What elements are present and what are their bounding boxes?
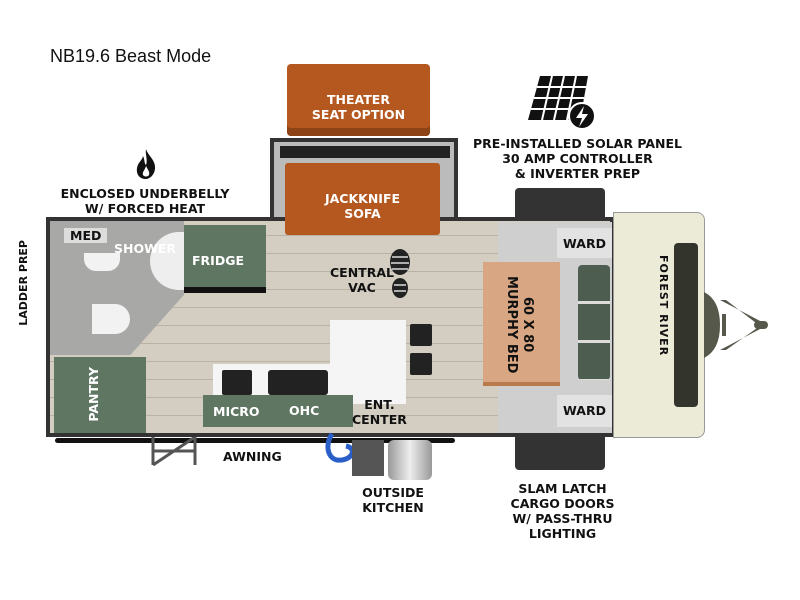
entry-step: [151, 437, 197, 467]
awning: [55, 438, 455, 443]
forest-river-logo: FOREST RIVER: [657, 255, 670, 357]
micro-label: MICRO: [213, 404, 260, 419]
storage-bins: [578, 265, 610, 380]
shower-label: SHOWER: [114, 241, 177, 256]
sink: [84, 253, 120, 271]
pantry-label: PANTRY: [86, 367, 101, 422]
stool: [410, 324, 432, 346]
solar-panel-icon: [528, 75, 596, 130]
flame-icon: [136, 149, 156, 179]
ohc-label: OHC: [289, 403, 320, 418]
toilet: [92, 304, 130, 334]
tire-bottom: [515, 432, 605, 470]
cooktop: [222, 370, 252, 395]
stool: [410, 353, 432, 375]
ent-center-label: ENT.CENTER: [352, 397, 407, 427]
slide-inner: [280, 146, 450, 158]
island: [330, 320, 406, 404]
floorplan-title: NB19.6 Beast Mode: [50, 46, 212, 66]
hose-icon: [325, 432, 355, 463]
outside-kitchen-grill: [388, 440, 432, 480]
awning-label: AWNING: [223, 449, 282, 464]
kitchen-sink: [268, 370, 328, 395]
micro-ohc-cabinet: MICRO OHC: [203, 395, 353, 427]
med-label: MED: [64, 228, 108, 243]
pantry: PANTRY: [54, 357, 146, 433]
outside-kitchen-unit: [352, 440, 384, 476]
boot-icon: [390, 249, 410, 298]
ladder-prep-label: LADDER PREP: [17, 240, 30, 326]
fridge: FRIDGE: [184, 225, 266, 293]
ward-bottom: WARD: [557, 395, 612, 427]
front-window: [674, 243, 698, 407]
ward-top: WARD: [557, 228, 612, 258]
hitch-icon: [704, 292, 768, 358]
tire-top: [515, 188, 605, 222]
fridge-label: FRIDGE: [192, 253, 244, 268]
front-cap: FOREST RIVER: [613, 212, 705, 438]
